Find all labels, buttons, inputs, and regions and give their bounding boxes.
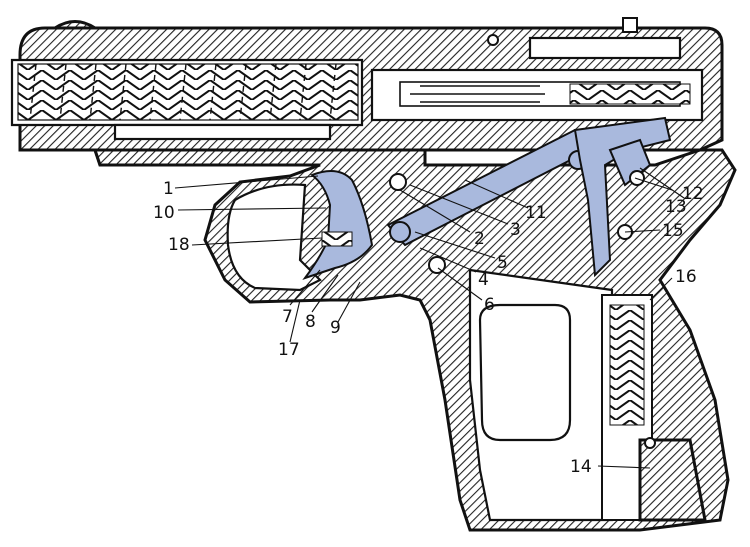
label-part-13: 13 xyxy=(665,197,687,217)
front-sight xyxy=(49,20,101,30)
part-number-labels: 1 2 3 4 5 6 7 8 9 10 11 12 13 14 15 16 1… xyxy=(153,179,704,477)
label-part-17: 17 xyxy=(278,340,300,360)
label-part-15: 15 xyxy=(662,221,684,241)
recoil-spring xyxy=(17,63,359,121)
striker-spring xyxy=(569,83,691,105)
rear-sight xyxy=(622,17,638,33)
sear-arm xyxy=(608,138,652,187)
magazine-spring xyxy=(609,304,645,426)
label-part-6: 6 xyxy=(484,295,495,315)
label-part-16: 16 xyxy=(675,267,697,287)
sear xyxy=(573,116,672,278)
pin-right xyxy=(629,170,645,186)
label-part-3: 3 xyxy=(510,220,521,240)
magazine-catch-pin xyxy=(644,437,656,449)
trigger xyxy=(302,170,374,280)
pin-slide xyxy=(487,34,499,46)
label-part-14: 14 xyxy=(570,457,592,477)
label-part-9: 9 xyxy=(330,318,341,338)
label-part-12: 12 xyxy=(682,184,704,204)
trigger-spring xyxy=(321,231,353,247)
label-part-8: 8 xyxy=(305,312,316,332)
magazine-base xyxy=(638,438,707,522)
leader-lines xyxy=(174,167,685,469)
grip-panel-slot xyxy=(478,303,572,442)
trigger-guard-opening xyxy=(226,183,322,292)
label-part-5: 5 xyxy=(497,253,508,273)
guide-rod-housing xyxy=(113,123,332,141)
label-part-7: 7 xyxy=(282,307,293,327)
trigger-bar-pivot xyxy=(389,221,411,243)
label-part-11: 11 xyxy=(525,203,547,223)
ejection-port xyxy=(528,36,682,60)
label-part-2: 2 xyxy=(474,229,485,249)
label-part-1: 1 xyxy=(163,179,174,199)
label-part-18: 18 xyxy=(168,235,190,255)
pin-mid xyxy=(428,256,446,274)
pin-upper xyxy=(389,173,407,191)
label-part-4: 4 xyxy=(478,270,489,290)
firing-pin xyxy=(410,85,545,103)
label-part-10: 10 xyxy=(153,203,175,223)
